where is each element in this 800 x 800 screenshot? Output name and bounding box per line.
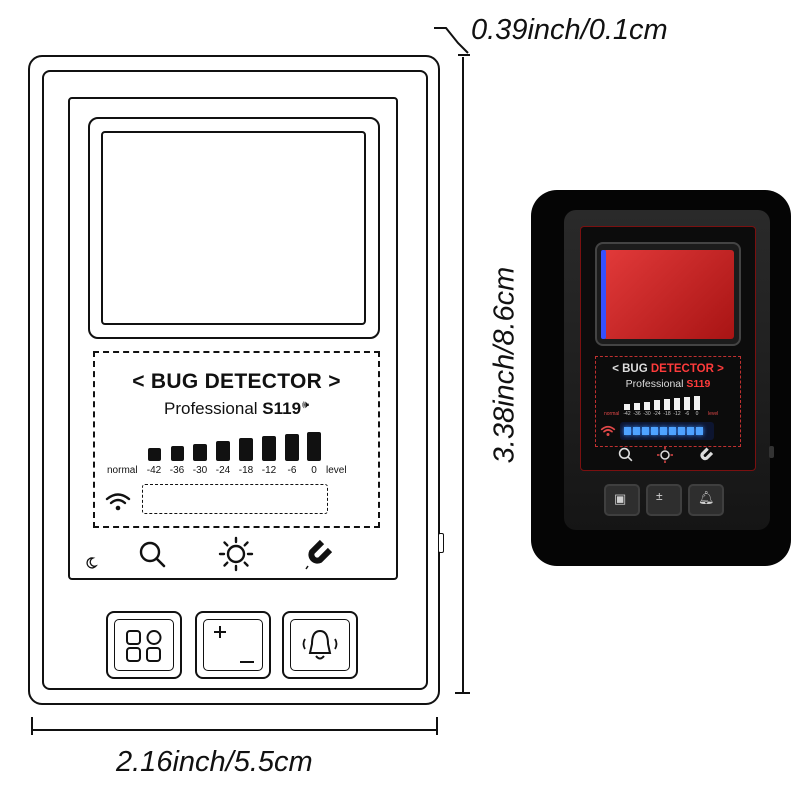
bell-icon xyxy=(302,629,338,660)
photo-meter-bar xyxy=(674,398,680,410)
meter-bar xyxy=(216,441,230,461)
screen-frame xyxy=(88,117,380,339)
photo-magnet-icon xyxy=(700,447,713,461)
menu-button[interactable] xyxy=(106,611,182,679)
meter-bar xyxy=(239,438,253,461)
photo-screen xyxy=(603,250,734,339)
photo-menu-button xyxy=(604,484,640,516)
meter-label: normal xyxy=(107,465,138,476)
meter-label: -18 xyxy=(238,465,254,476)
photo-led xyxy=(624,427,631,435)
photo-led xyxy=(642,427,649,435)
photo-led xyxy=(687,427,694,435)
front-panel xyxy=(68,97,398,580)
signal-meter: normal -42 -36 -30 -24 -18 -12 -6 0 leve… xyxy=(100,430,380,478)
screen xyxy=(101,131,366,325)
signal-wave-icon: 🕪︎ xyxy=(302,399,309,411)
photo-side-button xyxy=(769,446,774,458)
height-dimension: 3.38inch/8.6cm xyxy=(488,266,521,464)
meter-bar xyxy=(171,446,184,461)
photo-meter-label: -12 xyxy=(673,411,681,417)
photo-meter-label: -24 xyxy=(653,411,661,417)
photo-meter-bar xyxy=(624,404,630,410)
photo-led-strip xyxy=(620,422,714,440)
moon-icon xyxy=(86,557,98,569)
photo-plus-minus-button xyxy=(646,484,682,516)
photo-meter-bar xyxy=(664,399,670,410)
photo-led xyxy=(669,427,676,435)
photo-brightness-icon xyxy=(657,447,673,463)
device-inner-bezel xyxy=(42,70,428,690)
width-dimension: 2.16inch/5.5cm xyxy=(116,746,313,778)
meter-label: -30 xyxy=(192,465,208,476)
photo-led xyxy=(651,427,658,435)
model-number: S119 xyxy=(262,399,302,418)
device-outline xyxy=(28,55,440,705)
meter-label: -42 xyxy=(146,465,162,476)
wifi-icon xyxy=(105,493,131,511)
photo-meter-label: -30 xyxy=(643,411,651,417)
meter-label: level xyxy=(326,465,347,476)
meter-bar xyxy=(262,436,276,461)
photo-search-icon xyxy=(618,447,633,462)
led-indicator-strip xyxy=(142,484,328,514)
product-subtitle: Professional S119🕪︎ xyxy=(164,399,309,418)
photo-signal-meter: normal -42 -36 -30 -24 -18 -12 -6 0 leve… xyxy=(604,395,724,417)
meter-label: -24 xyxy=(215,465,231,476)
photo-label-area xyxy=(595,356,741,447)
photo-bell-icon: 🔔︎ xyxy=(698,490,715,505)
photo-product-title: < BUG DETECTOR > xyxy=(612,363,724,375)
photo-meter-bar xyxy=(634,403,640,410)
photo-product-subtitle: Professional S119 xyxy=(625,378,711,390)
photo-meter-label: 0 xyxy=(695,411,699,417)
magnet-icon xyxy=(305,539,332,570)
photo-meter-bar xyxy=(684,397,690,410)
photo-wifi-icon xyxy=(600,425,616,436)
search-icon xyxy=(139,541,166,568)
menu-button-face xyxy=(114,619,174,671)
meter-bar xyxy=(307,432,321,461)
meter-bar xyxy=(193,444,207,461)
photo-meter-label: -36 xyxy=(633,411,641,417)
label-area xyxy=(93,351,380,528)
plus-minus-button[interactable] xyxy=(195,611,271,679)
brightness-icon xyxy=(218,536,254,572)
photo-led xyxy=(696,427,703,435)
alarm-button[interactable] xyxy=(282,611,358,679)
photo-meter-label: -42 xyxy=(623,411,631,417)
meter-bar xyxy=(285,434,299,461)
product-title: < BUG DETECTOR > xyxy=(132,370,341,393)
plus-minus-icon xyxy=(214,626,254,663)
side-button xyxy=(438,533,444,553)
photo-led xyxy=(660,427,667,435)
photo-meter-label: -6 xyxy=(684,411,690,417)
photo-model-number: S119 xyxy=(686,378,711,390)
meter-bar xyxy=(148,448,161,461)
photo-meter-label: level xyxy=(708,411,719,417)
meter-label: -6 xyxy=(287,465,297,476)
photo-screen-glare xyxy=(601,250,606,339)
meter-label: -12 xyxy=(261,465,277,476)
photo-meter-bar xyxy=(654,400,660,410)
meter-label: 0 xyxy=(311,465,317,476)
photo-meter-label: -18 xyxy=(663,411,671,417)
photo-meter-bar xyxy=(694,396,700,410)
meter-label: -36 xyxy=(169,465,185,476)
alarm-button-face xyxy=(290,619,350,671)
photo-meter-bar xyxy=(644,402,650,410)
thickness-dimension: 0.39inch/0.1cm xyxy=(471,14,668,46)
photo-alarm-button xyxy=(688,484,724,516)
photo-plus-minus-icon: ± xyxy=(656,489,663,503)
plus-minus-button-face xyxy=(203,619,263,671)
photo-led xyxy=(678,427,685,435)
grid-icon xyxy=(126,630,162,662)
photo-led xyxy=(633,427,640,435)
photo-grid-icon: ▣ xyxy=(614,491,627,506)
photo-meter-label: normal xyxy=(604,411,620,417)
